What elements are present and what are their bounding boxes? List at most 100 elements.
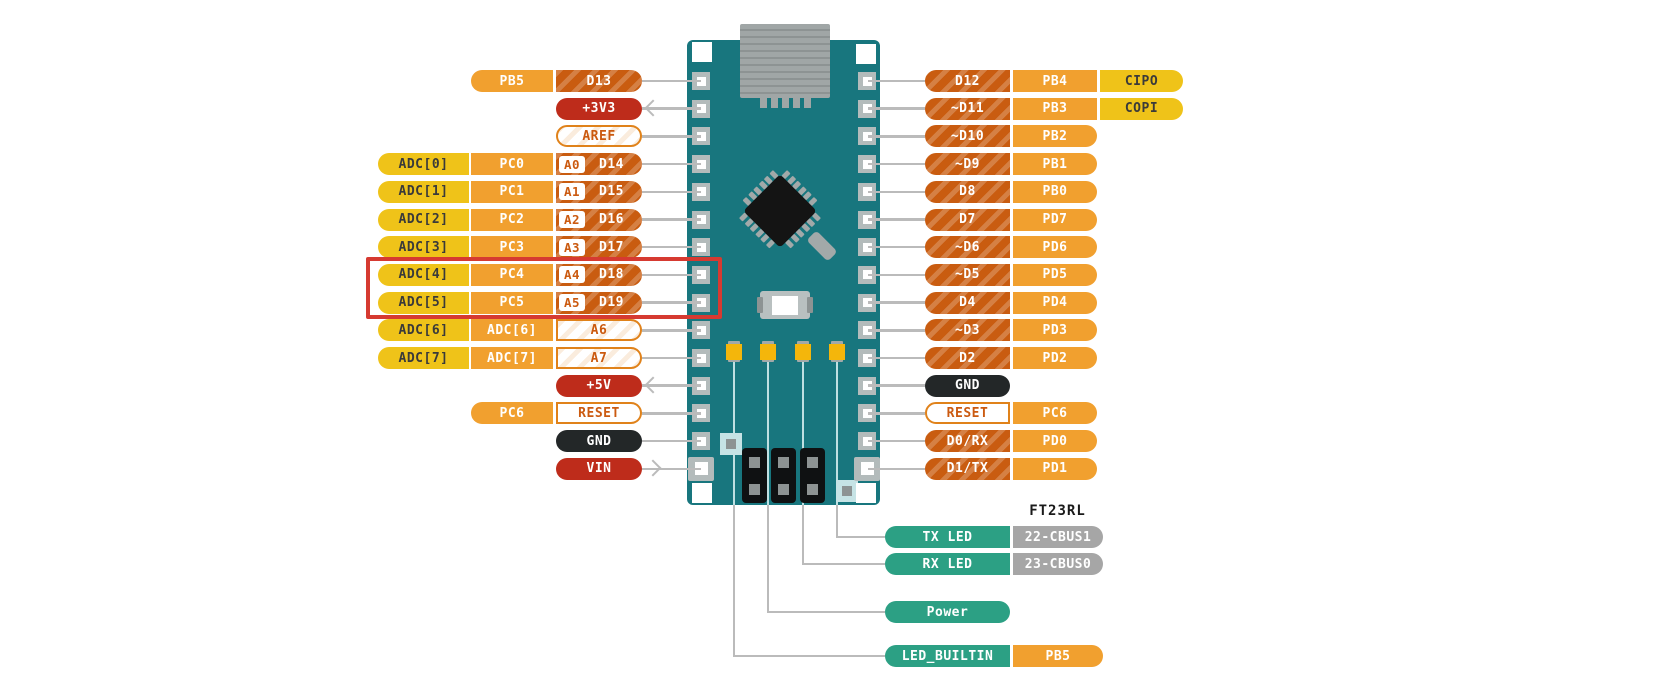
pin-pill: GND xyxy=(556,430,642,453)
pin-wire xyxy=(868,218,925,221)
highlight-box xyxy=(366,257,722,319)
power-direction-arrow xyxy=(644,459,662,477)
signal-wire-vertical xyxy=(732,505,736,658)
pin-wire xyxy=(642,79,701,83)
led-trace xyxy=(733,358,735,505)
analog-alias-label: A3 xyxy=(559,238,586,256)
port-pill: PB2 xyxy=(1013,125,1097,148)
usb-pin xyxy=(782,98,789,108)
port-pill: PD6 xyxy=(1013,236,1097,259)
pin-pill: ~D9 xyxy=(925,153,1010,176)
pin-pad-hole xyxy=(862,270,872,280)
port-pill: PD3 xyxy=(1013,319,1097,342)
signal-pill: ADC[5] xyxy=(378,291,469,314)
pin-pad-hole xyxy=(696,436,706,446)
signal-pill: ADC[4] xyxy=(378,263,469,286)
pin-pill: D7 xyxy=(925,208,1010,231)
pin-pill: ~D3 xyxy=(925,319,1010,342)
corner-hole xyxy=(692,42,712,62)
led-trace xyxy=(802,358,804,505)
signal-wire-vertical xyxy=(801,505,805,566)
pin-pill: +3V3 xyxy=(556,97,642,120)
pin-pad-hole xyxy=(860,462,874,476)
pin-wire xyxy=(642,356,701,360)
usb-pin xyxy=(760,98,767,108)
power-direction-arrow xyxy=(644,376,662,394)
usb-pin xyxy=(771,98,778,108)
corner-hole xyxy=(856,483,876,503)
signal-pill: ADC[2] xyxy=(378,208,469,231)
reset-button-tab xyxy=(807,297,813,313)
pin-wire xyxy=(642,439,701,443)
icsp-pin xyxy=(749,484,760,495)
pin-pad-hole xyxy=(696,159,706,169)
corner-hole xyxy=(692,483,712,503)
port-pill: PC6 xyxy=(1013,402,1097,425)
pin-wire xyxy=(868,245,925,249)
pin-wire xyxy=(868,190,925,194)
pin-wire xyxy=(868,467,925,471)
pin-pad-hole xyxy=(862,131,872,141)
led-function-pill: RX LED xyxy=(885,553,1010,575)
pin-wire xyxy=(868,412,925,415)
port-pill: PD5 xyxy=(1013,263,1097,286)
pin-wire xyxy=(868,329,925,332)
pin-pill: A7 xyxy=(556,347,642,369)
port-pill: PD4 xyxy=(1013,291,1097,314)
port-pill: ADC[6] xyxy=(471,319,553,342)
pin-wire xyxy=(642,467,701,471)
pin-wire xyxy=(642,218,701,221)
signal-pill: ADC[0] xyxy=(378,153,469,176)
port-pill: PB1 xyxy=(1013,153,1097,176)
pin-pill: D2 xyxy=(925,347,1010,369)
pin-pad-hole xyxy=(696,131,706,141)
pin-wire xyxy=(868,356,925,360)
pin-pill: ~D11 xyxy=(925,97,1010,120)
pin-pad-hole xyxy=(862,215,872,224)
port-pill: PD2 xyxy=(1013,347,1097,369)
pin-pad-hole xyxy=(696,353,706,363)
led-function-pill: TX LED xyxy=(885,526,1010,548)
bus-pill: 23-CBUS0 xyxy=(1013,553,1103,575)
pin-pill: D13 xyxy=(556,70,642,92)
signal-wire-horizontal xyxy=(801,562,885,566)
signal-pill: ADC[6] xyxy=(378,319,469,342)
pin-label: D14 xyxy=(599,156,625,172)
pin-pill: ~D5 xyxy=(925,263,1010,286)
signal-wire-horizontal xyxy=(732,654,885,658)
pin-pad-hole xyxy=(862,104,872,114)
pin-wire xyxy=(868,439,925,443)
bus-pill: PB5 xyxy=(1013,645,1103,667)
port-pill: PD7 xyxy=(1013,208,1097,231)
pin-label: D16 xyxy=(599,212,625,227)
pin-pad-hole xyxy=(862,76,872,86)
pin-pill: GND xyxy=(925,374,1010,397)
led-trace xyxy=(767,358,769,505)
pin-pad-hole xyxy=(862,298,872,308)
pin-pad-hole xyxy=(696,325,706,335)
pin-pill: VIN xyxy=(556,457,642,480)
port-pill: PC2 xyxy=(471,208,553,231)
pin-wire xyxy=(868,135,925,138)
corner-hole xyxy=(856,44,876,64)
led-function-pill: LED_BUILTIN xyxy=(885,645,1010,667)
pin-pill: ~D6 xyxy=(925,236,1010,259)
pin-wire xyxy=(868,107,925,110)
port-pill: PC3 xyxy=(471,236,553,259)
led-trace xyxy=(836,358,838,505)
pin-pill: ~D10 xyxy=(925,125,1010,148)
bus-pill: 22-CBUS1 xyxy=(1013,526,1103,548)
reset-button-tab xyxy=(757,297,763,313)
port-pill: PD1 xyxy=(1013,457,1097,480)
mounting-hole-center xyxy=(842,486,852,496)
pin-pad-hole xyxy=(862,242,872,252)
pin-wire xyxy=(868,79,925,83)
mounting-hole-center xyxy=(726,439,736,449)
port-pill: PB3 xyxy=(1013,97,1097,120)
pin-pad-hole xyxy=(862,381,872,391)
port-pill: PB5 xyxy=(471,70,553,92)
signal-wire-vertical xyxy=(835,505,839,539)
